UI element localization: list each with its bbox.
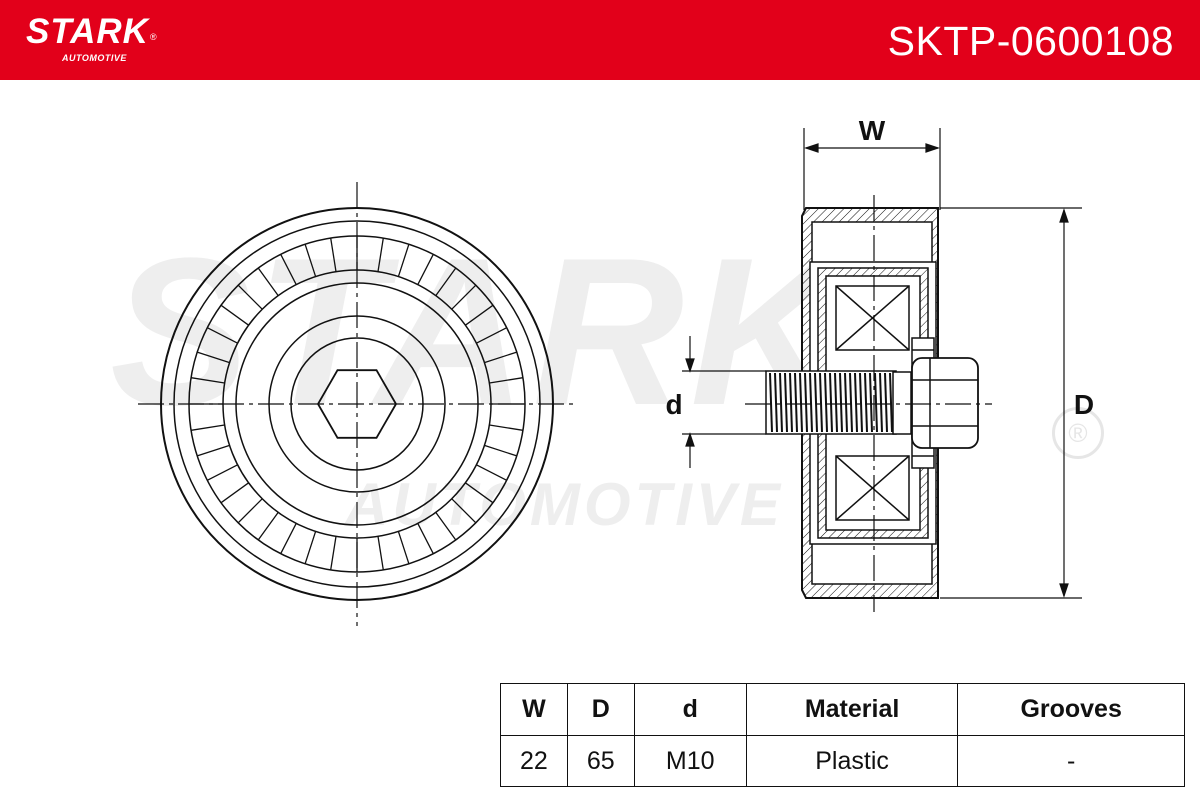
spec-value-grooves: - [957, 735, 1185, 787]
rim-tooth-line [417, 523, 434, 554]
logo-subtitle: AUTOMOTIVE [62, 53, 127, 63]
watermark-registered-mark: ® [1052, 407, 1104, 459]
header-bar: STARK® AUTOMOTIVE SKTP-0600108 [0, 0, 1200, 80]
bolt-thread-line [834, 372, 838, 433]
bolt-thread-line [804, 372, 808, 433]
watermark-brand: STARK [110, 214, 848, 449]
rim-tooth-line [257, 512, 279, 541]
rim-tooth-line [377, 237, 384, 272]
spec-header-w: W [500, 683, 568, 736]
side-view [801, 207, 939, 599]
spec-table: W D d Material Grooves 22 65 M10 Plastic… [500, 683, 1185, 787]
bolt [765, 357, 979, 449]
rim-tooth-line [435, 267, 457, 296]
bolt-thread-line [884, 372, 888, 433]
rim-tooth-line [451, 284, 477, 310]
rim-tooth-line [484, 351, 518, 364]
bolt-thread-line [779, 372, 783, 433]
spec-value-row: 22 65 M10 Plastic - [500, 735, 1185, 787]
bolt-thread-line [794, 372, 798, 433]
bolt-thread-line [864, 372, 868, 433]
rim-tooth-line [397, 531, 410, 565]
rim-tooth-line [257, 267, 279, 296]
dimension-lines [682, 128, 1082, 599]
rim-tooth-line [220, 482, 249, 504]
pulley-body-upper [811, 221, 933, 266]
bolt-thread-line [819, 372, 823, 433]
rim-tooth-line [196, 444, 230, 457]
rim-tooth-line [220, 304, 249, 326]
front-view-centerlines [138, 182, 578, 626]
bolt-thread-line [814, 372, 818, 433]
rim-tooth-line [417, 254, 434, 285]
rim-tooth-line [377, 536, 384, 571]
rim-tooth-line [465, 482, 494, 504]
bolt-thread-line [874, 372, 878, 433]
rim-tooth-line [280, 523, 297, 554]
rim-tooth-line [330, 237, 337, 272]
rim-tooth-line [397, 243, 410, 277]
rim-tooth-line [190, 377, 225, 384]
pulley-body-lower [811, 540, 933, 585]
spec-header-row: W D d Material Grooves [500, 683, 1185, 736]
bolt-thread-line [799, 372, 803, 433]
watermark-subtitle: AUTOMOTIVE [345, 471, 784, 538]
spec-header-grooves: Grooves [957, 683, 1185, 736]
spec-header-d-outer: D [566, 683, 635, 736]
rim-tooth-line [304, 531, 317, 565]
rim-tooth-line [465, 304, 494, 326]
dimension-label-outer-diameter: D [1074, 389, 1094, 420]
bolt-thread-line [789, 372, 793, 433]
dimension-label-width: W [859, 115, 886, 146]
watermark: STARK AUTOMOTIVE ® [110, 214, 1110, 562]
bolt-thread-line [849, 372, 853, 433]
spec-header-d-bolt: d [633, 683, 747, 736]
rim-tooth-line [196, 351, 230, 364]
bolt-washer [892, 371, 912, 435]
rim-tooth-line [489, 424, 524, 431]
spec-value-w: 22 [500, 735, 568, 787]
rim-tooth-line [207, 327, 238, 344]
rim-tooth-line [237, 498, 263, 524]
bolt-thread-line [859, 372, 863, 433]
bolt-thread-line [784, 372, 788, 433]
bolt-thread-line [839, 372, 843, 433]
rim-tooth-line [484, 444, 518, 457]
rim-tooth-line [304, 243, 317, 277]
spec-value-material: Plastic [745, 735, 959, 787]
rim-tooth-line [451, 498, 477, 524]
bolt-thread-line [869, 372, 873, 433]
bolt-thread-line [844, 372, 848, 433]
bolt-thread-line [769, 372, 773, 433]
rim-tooth-line [435, 512, 457, 541]
side-view-centerlines [745, 195, 992, 612]
bolt-thread-line [879, 372, 883, 433]
bolt-threads [769, 372, 893, 433]
part-number: SKTP-0600108 [887, 18, 1174, 64]
rim-tooth-line [476, 464, 507, 481]
rim-tooth-line [237, 284, 263, 310]
bolt-thread-line [854, 372, 858, 433]
rim-tooth-line [476, 327, 507, 344]
bolt-thread-line [824, 372, 828, 433]
rim-tooth-line [207, 464, 238, 481]
spec-value-d-bolt: M10 [633, 735, 747, 787]
bolt-thread-line [829, 372, 833, 433]
spec-header-material: Material [745, 683, 959, 736]
bolt-thread-line [889, 372, 893, 433]
stark-logo[interactable]: STARK® AUTOMOTIVE [26, 12, 157, 64]
rim-tooth-line [280, 254, 297, 285]
spec-value-d-outer: 65 [566, 735, 635, 787]
rim-tooth-line [190, 424, 225, 431]
technical-drawing: W D d [138, 115, 1094, 626]
logo-brand-text: STARK [26, 12, 149, 51]
logo-registered-mark: ® [149, 32, 157, 42]
rim-tooth-line [330, 536, 337, 571]
bolt-head [911, 357, 979, 449]
dimension-label-bolt-diameter: d [665, 389, 682, 420]
bolt-thread-line [774, 372, 778, 433]
rim-tooth-line [489, 377, 524, 384]
bolt-thread-line [809, 372, 813, 433]
